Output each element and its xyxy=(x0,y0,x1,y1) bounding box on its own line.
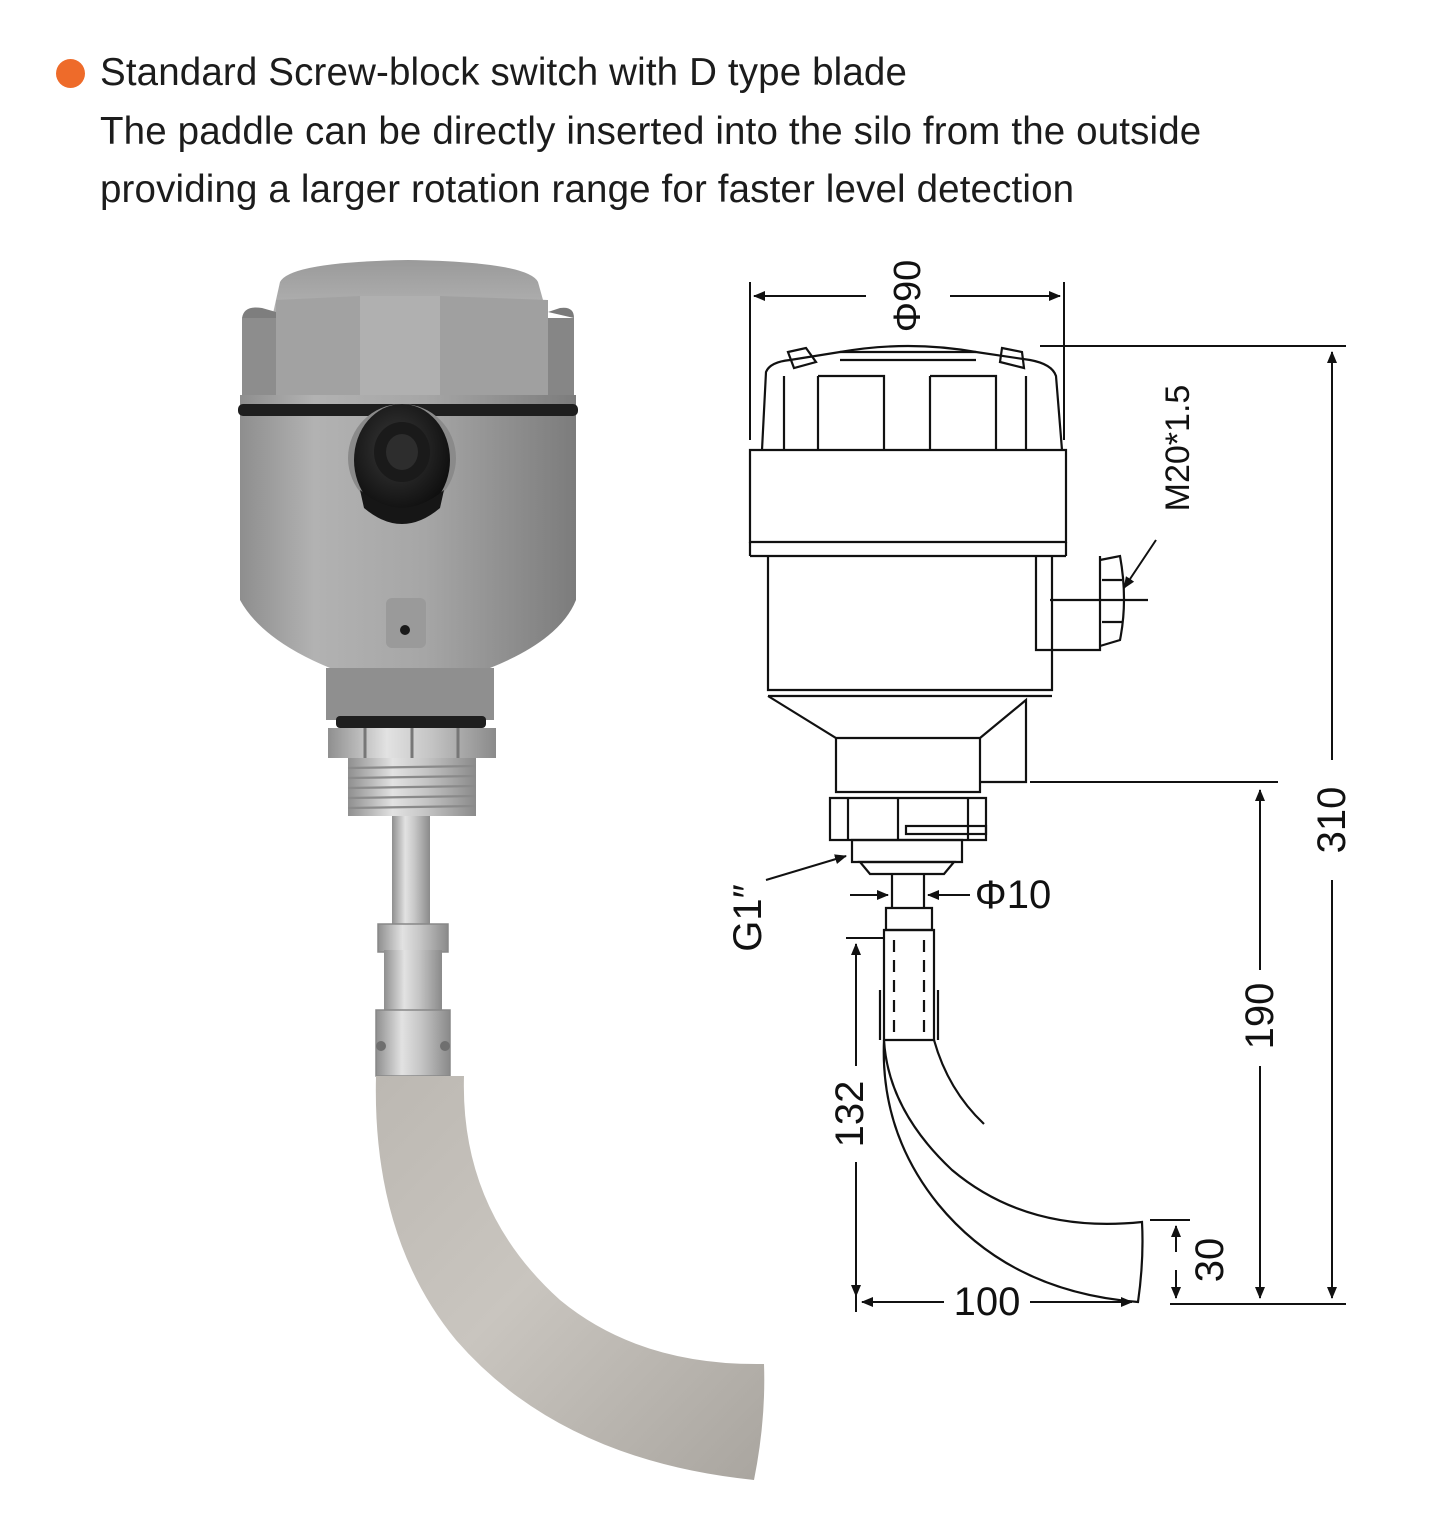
clamp-screw-left xyxy=(376,1041,386,1051)
housing-cap-ribs xyxy=(242,296,574,398)
drawing-housing-band xyxy=(748,448,1068,544)
drawing-seal-sides xyxy=(748,542,1068,556)
coupling-nut xyxy=(377,923,449,953)
drawing-taper xyxy=(767,695,1028,784)
cable-gland xyxy=(348,404,456,524)
heading-line-2: The paddle can be directly inserted into… xyxy=(100,110,1202,153)
neck-gasket xyxy=(336,716,486,728)
orange-bullet-icon xyxy=(56,59,85,88)
housing-neck xyxy=(326,668,494,720)
drawing-cap-dome xyxy=(839,344,977,354)
photo-shaft xyxy=(392,816,430,926)
drawing-neck xyxy=(834,738,982,794)
drawing-blade-inner xyxy=(932,1039,985,1125)
heading-block: Standard Screw-block switch with D type … xyxy=(0,0,1444,230)
product-photo xyxy=(238,260,765,1480)
drawing-clamp-sides xyxy=(878,990,940,1040)
label-blade-vertical: 132 xyxy=(828,1081,872,1148)
housing-body xyxy=(240,395,576,668)
label-cable-thread: M20*1.5 xyxy=(1159,385,1197,512)
drain-hole xyxy=(400,625,410,635)
drawing-cap-ribs xyxy=(782,374,1028,450)
drawing-cap-tab-left xyxy=(786,346,818,370)
drawing-blade xyxy=(882,1039,1144,1304)
blade-clamp xyxy=(375,1009,451,1077)
drawing-shaft xyxy=(890,874,926,908)
dim-m20-leader xyxy=(1123,539,1157,589)
drawing-housing-lower xyxy=(766,556,1054,692)
drawing-coupling-nut xyxy=(884,906,934,932)
drawing-gland-boss xyxy=(1034,556,1102,652)
label-housing-diameter: Φ90 xyxy=(887,260,929,333)
label-insertion-length: 190 xyxy=(1238,983,1282,1050)
drawing-hex-slot xyxy=(904,824,988,836)
drawing-hex-nut xyxy=(828,796,988,842)
drawing-thread xyxy=(850,838,964,864)
drawing-cap-outline xyxy=(760,350,1064,451)
housing-boss xyxy=(386,598,426,648)
dim-g1-leader xyxy=(765,854,847,881)
hex-nut-facets xyxy=(363,728,460,758)
technical-drawing xyxy=(748,344,1148,1304)
label-tip-height: 30 xyxy=(1188,1238,1232,1283)
thread-lines xyxy=(347,764,477,810)
label-process-thread: G1″ xyxy=(726,884,770,952)
dimension-labels: Φ90 M20*1.5 310 190 132 100 30 Φ10 G1″ xyxy=(726,260,1354,1324)
drawing-thread-tip xyxy=(857,860,957,876)
dimension-lines xyxy=(749,282,1346,1312)
photo-blade xyxy=(375,1076,765,1480)
coupling-body xyxy=(384,950,442,1012)
label-total-height: 310 xyxy=(1310,787,1354,854)
drawing-coupling-body xyxy=(882,928,936,1042)
clamp-screw-right xyxy=(440,1041,450,1051)
heading-line-3: providing a larger rotation range for fa… xyxy=(100,168,1075,211)
drawing-coupling-hidden xyxy=(892,940,926,1036)
label-shaft-diameter: Φ10 xyxy=(975,873,1051,917)
heading-line-1: Standard Screw-block switch with D type … xyxy=(100,51,908,94)
label-blade-width: 100 xyxy=(954,1280,1021,1324)
drawing-cap-tab-right xyxy=(998,346,1026,370)
